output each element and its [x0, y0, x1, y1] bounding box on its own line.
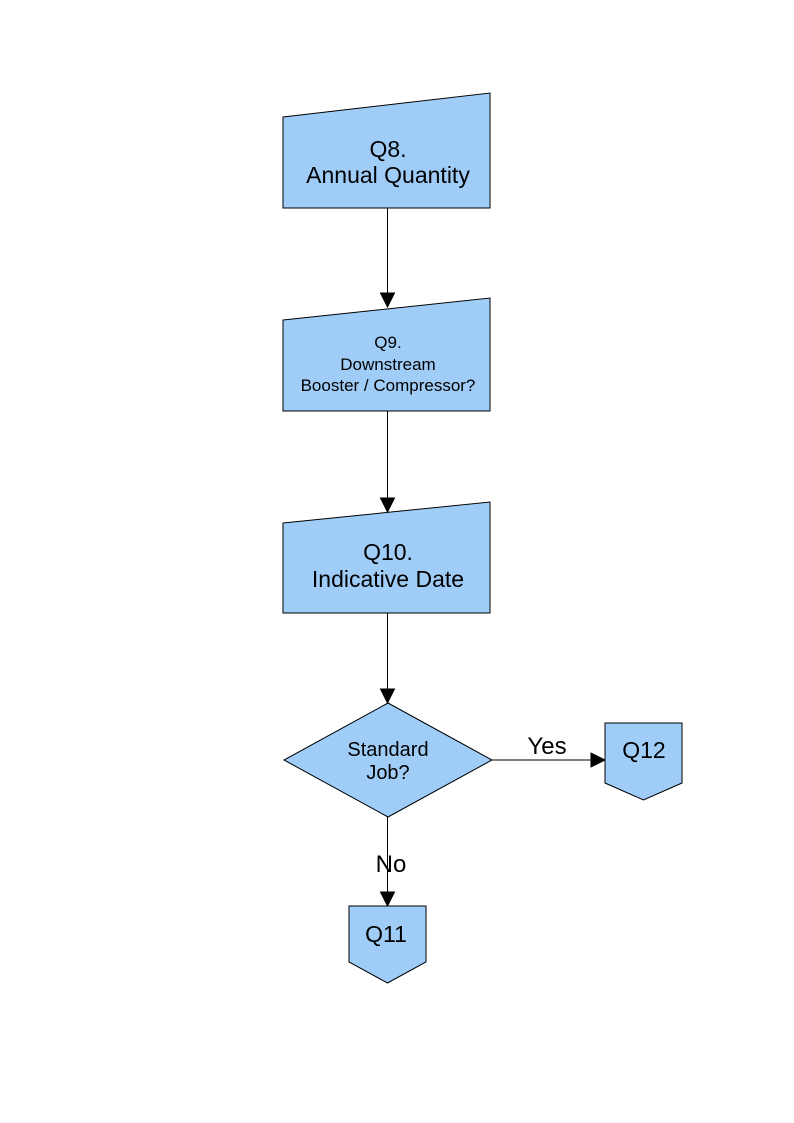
arrowhead-right-icon — [590, 752, 607, 768]
q12-label: Q12 — [622, 737, 665, 763]
arrowhead-down-icon — [379, 891, 396, 908]
node-decision-standard-job: Standard Job? — [282, 702, 494, 818]
q9-label-line3: Booster / Compressor? — [301, 376, 476, 395]
q8-shape — [282, 92, 491, 209]
q11-label: Q11 — [365, 921, 407, 947]
edge-q10-decision — [379, 613, 396, 705]
edge-label-yes: Yes — [527, 733, 566, 760]
q8-label-line2: Annual Quantity — [306, 162, 470, 188]
q10-shape — [282, 501, 491, 614]
edge-decision-q11: No — [376, 817, 407, 908]
edge-q8-q9 — [379, 208, 396, 309]
arrowhead-down-icon — [379, 688, 396, 705]
arrowhead-down-icon — [379, 497, 396, 514]
edge-q9-q10 — [379, 411, 396, 514]
connector-q11: Q11 — [348, 905, 427, 984]
q10-label-line1: Q10. — [363, 539, 413, 565]
q9-label-line1: Q9. — [374, 333, 401, 352]
decision-label-line2: Job? — [366, 762, 409, 784]
edge-label-no: No — [376, 851, 407, 878]
node-q9: Q9. Downstream Booster / Compressor? — [282, 297, 491, 412]
edge-decision-q12: Yes — [492, 733, 607, 768]
node-q10: Q10. Indicative Date — [282, 501, 491, 614]
q10-label-line2: Indicative Date — [312, 566, 464, 592]
q9-label-line2: Downstream — [340, 355, 435, 374]
decision-label-line1: Standard — [347, 739, 428, 761]
q9-shape — [282, 297, 491, 412]
connector-q12: Q12 — [604, 722, 683, 801]
arrowhead-down-icon — [379, 292, 396, 309]
q11-shape — [348, 905, 427, 984]
q12-shape — [604, 722, 683, 801]
node-q8: Q8. Annual Quantity — [282, 92, 491, 209]
q8-label-line1: Q8. — [369, 136, 406, 162]
